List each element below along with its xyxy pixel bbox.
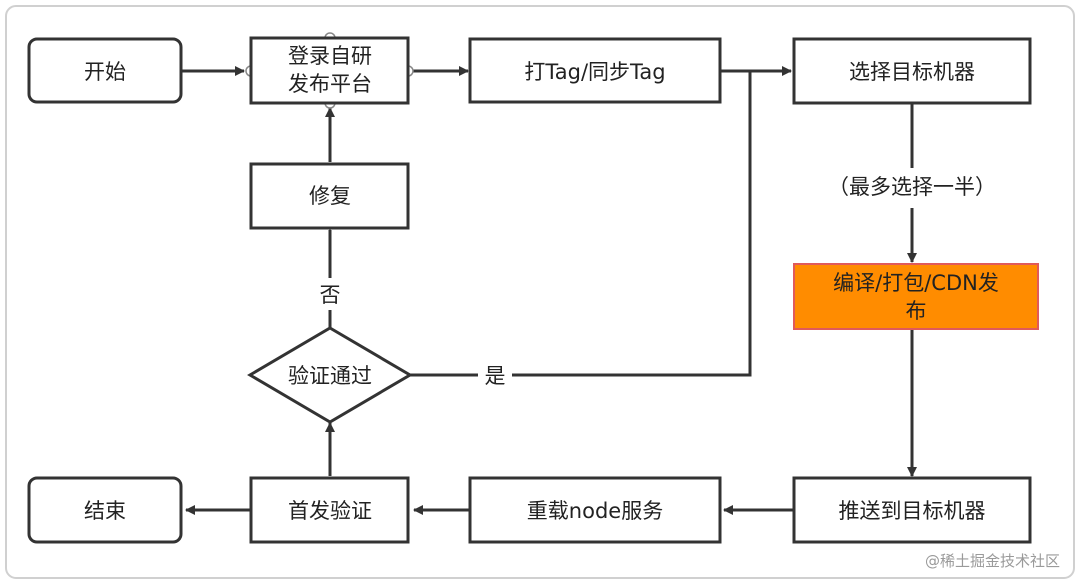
node-login-label-line1: 登录自研 (288, 44, 372, 68)
node-select-label: 选择目标机器 (849, 60, 975, 84)
node-login-label-line2: 发布平台 (288, 72, 372, 96)
node-fix-label: 修复 (309, 184, 351, 208)
node-first-verify-label: 首发验证 (288, 499, 372, 523)
node-end-label: 结束 (84, 499, 126, 523)
node-reload (468, 476, 722, 544)
node-push-label: 推送到目标机器 (839, 499, 986, 523)
node-verify-label: 验证通过 (288, 364, 372, 388)
node-fix (249, 162, 410, 230)
node-build-label-line1: 编译/打包/CDN发 (833, 271, 999, 295)
node-verify-diamond (247, 326, 413, 424)
node-start-label: 开始 (84, 60, 126, 84)
node-select (792, 37, 1032, 105)
edge-half-label: （最多选择一半） (828, 175, 996, 199)
edge-no-label: 否 (320, 283, 341, 307)
node-build-label-line2: 布 (906, 299, 927, 323)
node-login (249, 36, 410, 105)
node-push (792, 476, 1032, 544)
outer-frame (5, 5, 1075, 579)
edge-yes-label: 是 (485, 364, 506, 388)
node-end (27, 476, 183, 544)
node-first-verify (249, 476, 410, 544)
node-tag (468, 37, 722, 104)
node-tag-label: 打Tag/同步Tag (524, 60, 665, 84)
edge-verify-yes-rest (512, 71, 752, 377)
node-start (27, 37, 183, 104)
node-reload-label: 重载node服务 (527, 499, 663, 523)
node-build (793, 263, 1039, 330)
watermark: @稀土掘金技术社区 (925, 552, 1060, 570)
